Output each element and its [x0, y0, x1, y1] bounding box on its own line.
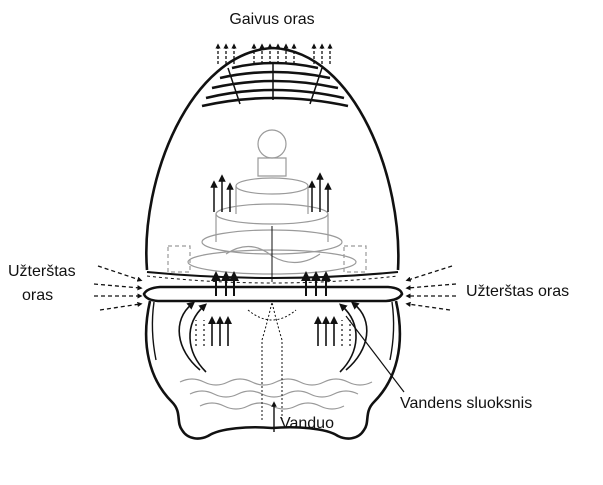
polluted-air-left-label-1: Užterštas: [8, 263, 76, 280]
fresh-air-label: Gaivus oras: [229, 11, 314, 28]
water-label: Vanduo: [280, 415, 334, 432]
polluted-air-right-arrows: [405, 265, 457, 311]
internal-mechanism: [167, 129, 367, 282]
lower-chamber-arrows: [178, 301, 368, 373]
water-waves: [179, 378, 373, 410]
polluted-air-right-label: Užterštas oras: [466, 283, 569, 300]
polluted-air-left-label-2: oras: [22, 287, 53, 304]
fresh-air-arrows: [215, 43, 333, 64]
water-column: [247, 301, 297, 420]
dome-rim: [146, 271, 399, 284]
inner-upflow-arrows: [210, 172, 332, 296]
water-layer-label: Vandens sluoksnis: [400, 395, 532, 412]
dome-shell: [145, 46, 400, 271]
polluted-air-left-arrows: [93, 265, 143, 311]
base-body: [144, 300, 402, 440]
water-layer-leader: [345, 315, 405, 393]
separator-ring: [142, 285, 404, 303]
